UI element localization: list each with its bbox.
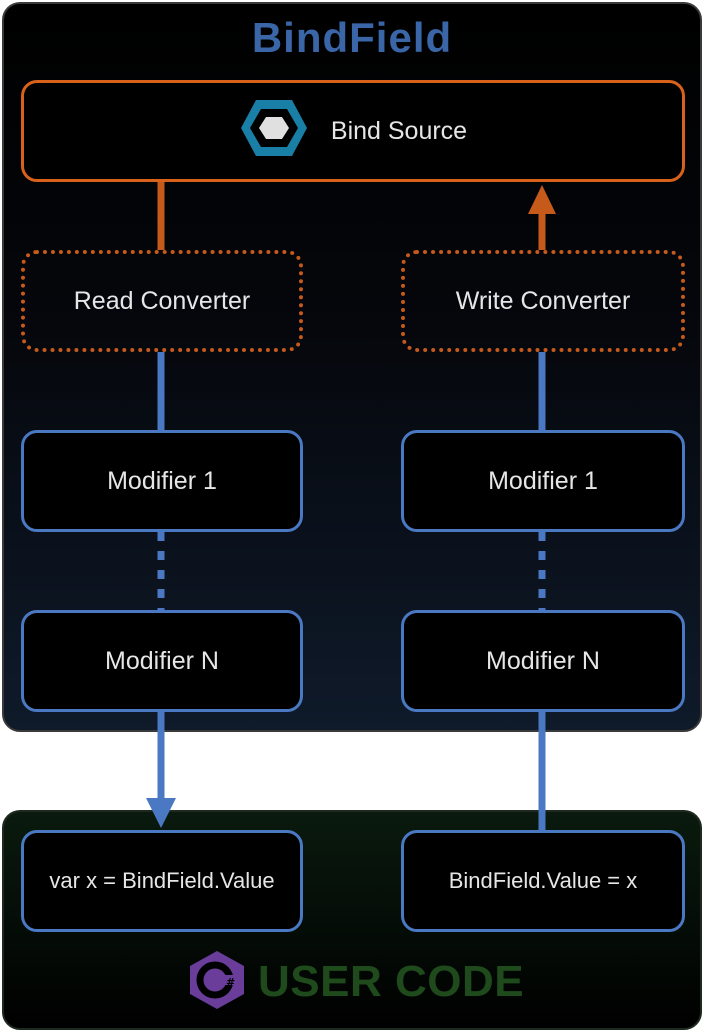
diagram-title: BindField <box>251 14 453 61</box>
user-code-label: USER CODE <box>258 957 525 1006</box>
read-statement-label: var x = BindField.Value <box>49 868 275 893</box>
write-statement-box: BindField.Value = x <box>401 830 685 932</box>
read-modifier-n-box: Modifier N <box>21 610 303 712</box>
write-modifier-n-label: Modifier N <box>486 646 600 675</box>
read-converter-label: Read Converter <box>73 286 251 315</box>
write-converter-label: Write Converter <box>455 286 631 315</box>
write-modifier-1-box: Modifier 1 <box>401 430 685 532</box>
write-modifier-1-label: Modifier 1 <box>488 466 598 495</box>
read-modifier-1-box: Modifier 1 <box>21 430 303 532</box>
write-statement-label: BindField.Value = x <box>448 868 638 893</box>
read-modifier-1-label: Modifier 1 <box>107 466 217 495</box>
bind-source-label: Bind Source <box>330 116 468 145</box>
read-converter-box: Read Converter <box>21 250 303 352</box>
svg-text:#: # <box>226 976 235 989</box>
bind-source-box: Bind Source <box>21 80 685 182</box>
user-code-footer: # USER CODE <box>188 950 525 1012</box>
csharp-logo-icon: # <box>188 949 246 1016</box>
write-converter-box: Write Converter <box>401 250 685 352</box>
read-statement-box: var x = BindField.Value <box>21 830 303 932</box>
read-modifier-n-label: Modifier N <box>105 646 219 675</box>
hexagon-icon <box>239 97 309 166</box>
write-modifier-n-box: Modifier N <box>401 610 685 712</box>
